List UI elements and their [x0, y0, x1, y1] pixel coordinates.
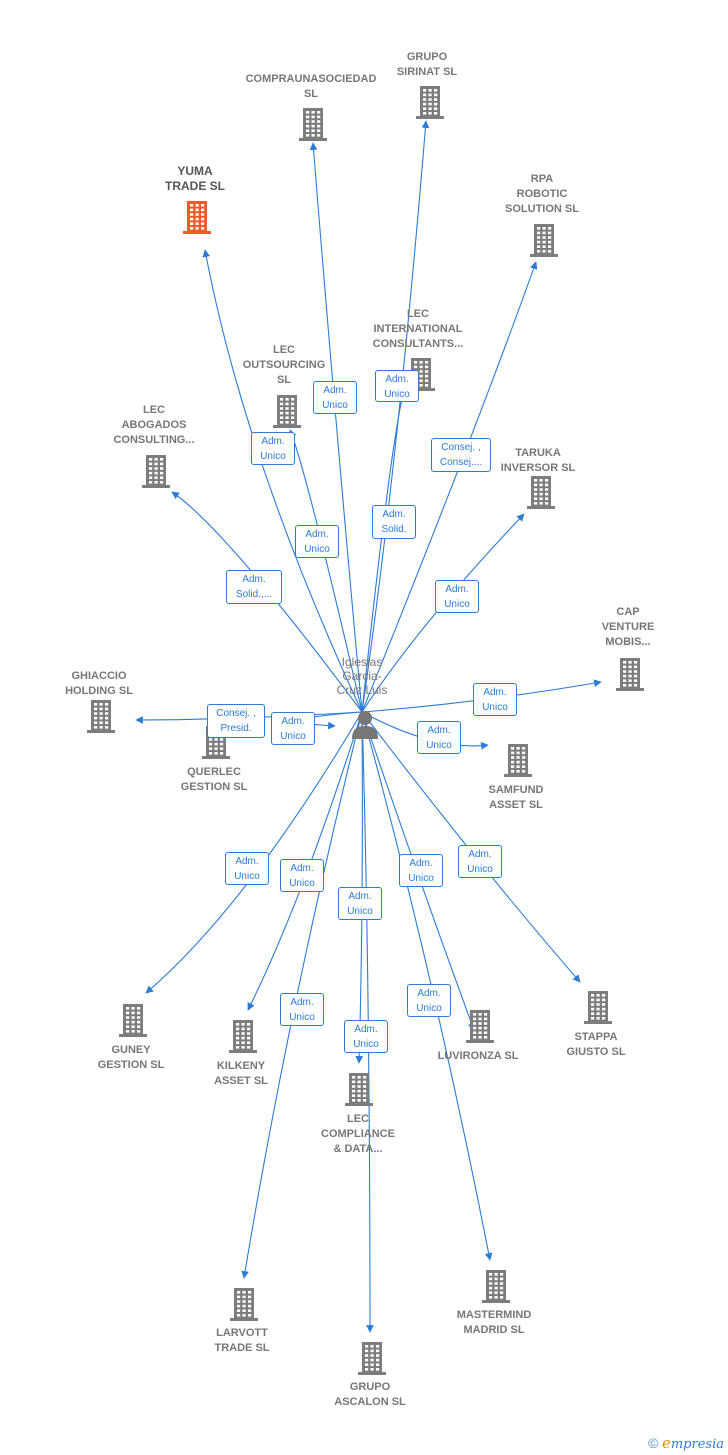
relation-label-stappa[interactable]: Adm. Unico — [458, 844, 502, 878]
relation-label-larvott[interactable]: Adm. Unico — [280, 992, 324, 1026]
building-icon — [296, 106, 330, 142]
company-name: GHIACCIO HOLDING SL — [65, 670, 133, 697]
company-name: LARVOTT TRADE SL — [214, 1327, 270, 1354]
relation-label-yuma[interactable]: Adm. Unico — [251, 431, 295, 465]
edge-sirinat — [361, 120, 430, 713]
relation-label-luvironza[interactable]: Adm. Unico — [399, 853, 443, 887]
relation-label-lec_int[interactable]: Adm. Unico — [375, 370, 419, 402]
building-icon — [116, 1002, 150, 1038]
center-person-name: Iglesias Garcia- Cruz Luis — [336, 655, 388, 697]
company-name: LUVIRONZA SL — [437, 1050, 519, 1062]
building-icon — [501, 742, 535, 778]
company-name: SAMFUND ASSET SL — [488, 784, 544, 811]
company-name: GUNEY GESTION SL — [97, 1044, 165, 1071]
edge-yuma — [202, 249, 363, 713]
building-icon — [581, 989, 615, 1025]
building-icon — [413, 84, 447, 120]
company-name: KILKENY ASSET SL — [214, 1060, 268, 1087]
company-name: STAPPA GIUSTO SL — [566, 1031, 626, 1058]
company-name: LEC ABOGADOS CONSULTING... — [113, 404, 195, 446]
relation-label-samfund[interactable]: Adm. Unico — [417, 720, 461, 754]
relation-label-cap[interactable]: Adm. Unico — [473, 682, 517, 716]
building-icon — [227, 1286, 261, 1322]
brand-initial: e — [661, 1434, 671, 1452]
company-name: YUMA TRADE SL — [165, 164, 225, 193]
relation-label-mastermind[interactable]: Adm. Unico — [407, 983, 451, 1017]
building-icon — [524, 474, 558, 510]
copyright-symbol: © — [648, 1435, 659, 1451]
relation-label-lec_abog[interactable]: Adm. Solid.,... — [226, 570, 282, 604]
relation-label-rpa[interactable]: Consej. , Consej.... — [431, 438, 491, 472]
brand-name: mpresia — [670, 1437, 724, 1452]
company-name: QUERLEC GESTION SL — [180, 766, 248, 793]
company-name: LEC INTERNATIONAL CONSULTANTS... — [372, 308, 464, 350]
company-name: GRUPO SIRINAT SL — [396, 51, 458, 78]
relation-label-ascalon[interactable]: Adm. Unico — [344, 1019, 388, 1053]
brand-watermark: © empresia — [648, 1434, 724, 1452]
building-icon — [463, 1008, 497, 1044]
edge-mastermind — [361, 711, 493, 1261]
relation-label-querlec[interactable]: Adm. Unico — [271, 711, 315, 745]
relation-label-sirinat[interactable]: Adm. Solid. — [372, 505, 416, 539]
edge-ascalon — [361, 711, 374, 1333]
relation-label-lec_comp[interactable]: Adm. Unico — [338, 886, 382, 920]
relation-label-lec_out[interactable]: Adm. Unico — [295, 524, 339, 558]
building-icon — [613, 656, 647, 692]
building-icon — [527, 222, 561, 258]
company-name: LEC OUTSOURCING SL — [242, 344, 326, 386]
building-icon — [479, 1268, 513, 1304]
company-name: LEC COMPLIANCE & DATA... — [321, 1113, 395, 1155]
building-icon — [270, 393, 304, 429]
building-icon — [180, 199, 214, 235]
relation-label-taruka[interactable]: Adm. Unico — [435, 579, 479, 613]
company-name: MASTERMIND MADRID SL — [456, 1309, 532, 1336]
building-icon — [226, 1018, 260, 1054]
relation-label-kilkeny[interactable]: Adm. Unico — [280, 858, 324, 892]
relation-label-ghiaccio[interactable]: Consej. , Presid. — [207, 704, 265, 738]
company-name: COMPRAUNASOCIEDAD SL — [245, 73, 377, 100]
company-name: GRUPO ASCALON SL — [334, 1381, 406, 1408]
company-name: CAP VENTURE MOBIS... — [601, 606, 655, 648]
building-icon — [139, 453, 173, 489]
person-icon — [352, 711, 378, 739]
edge-taruka — [361, 513, 525, 713]
company-name: RPA ROBOTIC SOLUTION SL — [505, 173, 579, 215]
building-icon — [342, 1071, 376, 1107]
building-icon — [355, 1340, 389, 1376]
building-icon — [84, 698, 118, 734]
company-name: TARUKA INVERSOR SL — [500, 447, 576, 474]
edge-comprauna — [309, 142, 363, 713]
relation-label-comprauna[interactable]: Adm. Unico — [313, 380, 357, 414]
relation-label-guney[interactable]: Adm. Unico — [225, 851, 269, 885]
edge-lec_abog — [171, 491, 363, 713]
